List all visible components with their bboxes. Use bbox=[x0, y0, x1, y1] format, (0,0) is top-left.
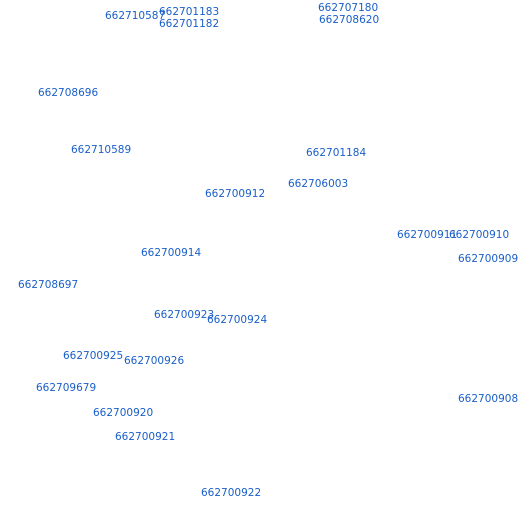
parcel-label[interactable]: 662700908 bbox=[458, 393, 518, 405]
parcel-label[interactable]: 662706003 bbox=[288, 178, 349, 190]
parcel-label[interactable]: 662700914 bbox=[141, 247, 202, 259]
parcel-label[interactable]: 662701184 bbox=[306, 147, 367, 159]
parcel-label[interactable]: 662700923 bbox=[154, 309, 215, 321]
parcel-label[interactable]: 662700909 bbox=[458, 253, 518, 265]
parcel-label[interactable]: 662700922 bbox=[201, 487, 262, 499]
parcel-label[interactable]: 662700924 bbox=[207, 314, 268, 326]
parcel-label[interactable]: 662700925 bbox=[63, 350, 124, 362]
parcel-label[interactable]: 662708697 bbox=[18, 279, 79, 291]
parcel-label[interactable]: 662700910 bbox=[449, 229, 510, 241]
parcel-label[interactable]: 662700912 bbox=[205, 188, 266, 200]
parcel-label[interactable]: 662700911 bbox=[397, 229, 458, 241]
parcel-label[interactable]: 662700921 bbox=[115, 431, 176, 443]
parcel-label[interactable]: 662710587 bbox=[105, 10, 166, 22]
parcel-label[interactable]: 662700926 bbox=[124, 355, 185, 367]
parcel-label[interactable]: 662708620 bbox=[319, 14, 380, 26]
parcel-label[interactable]: 662710589 bbox=[71, 144, 132, 156]
parcel-label[interactable]: 662700920 bbox=[93, 407, 154, 419]
parcel-label[interactable]: 662701183 bbox=[159, 6, 220, 18]
parcel-label[interactable]: 662708696 bbox=[38, 87, 99, 99]
parcel-label[interactable]: 662701182 bbox=[159, 18, 220, 30]
parcel-label[interactable]: 662709679 bbox=[36, 382, 97, 394]
parcel-label[interactable]: 662707180 bbox=[318, 2, 379, 14]
